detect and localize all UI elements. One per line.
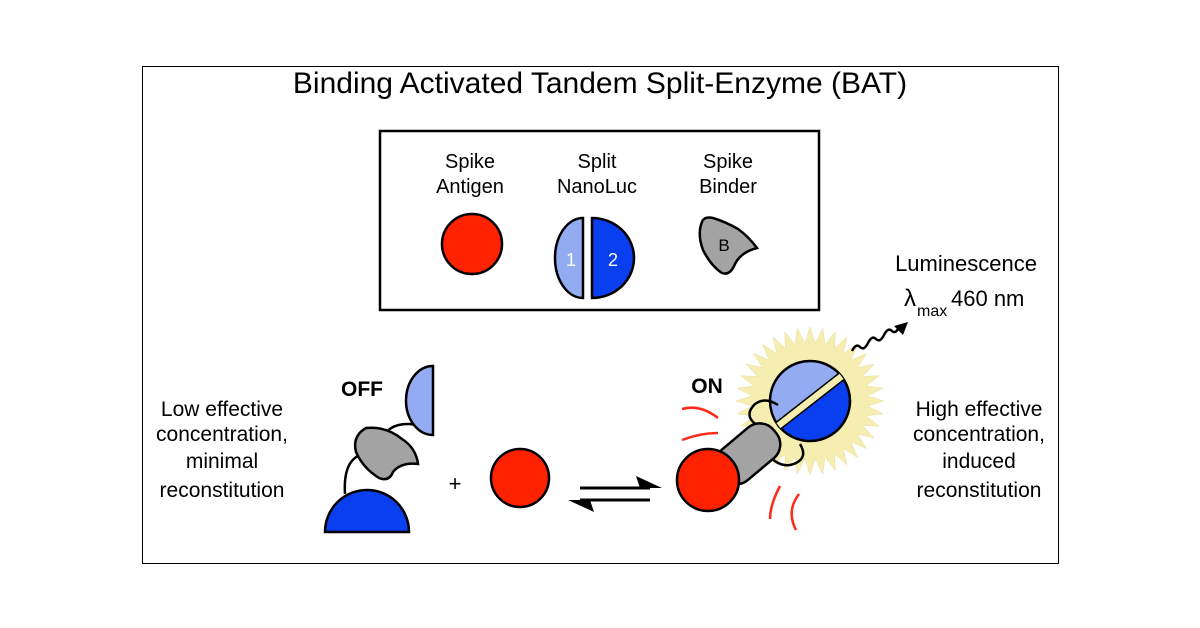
legend-binder-label-line2: Binder <box>699 176 757 198</box>
legend-box: Spike Antigen Split NanoLuc 1 2 Spike Bi… <box>378 129 821 312</box>
on-antigen-circle <box>675 447 741 513</box>
on-label: ON <box>691 375 723 398</box>
on-linker-upper <box>748 399 779 430</box>
on-tension-arc-left <box>768 485 782 520</box>
legend-nanoluc-part1 <box>553 216 585 300</box>
off-caption-line2: concentration, <box>156 423 288 446</box>
off-state: OFF Low effective concentration, minimal… <box>156 364 435 534</box>
off-binder <box>353 426 420 481</box>
emission-arrowhead <box>894 322 908 335</box>
off-nanoluc-part1 <box>404 364 435 437</box>
on-nanoluc-split-line <box>776 373 844 429</box>
lambda-max-label: λ max 460 nm <box>904 285 1024 320</box>
lambda-value: 460 nm <box>951 286 1024 311</box>
plus-sign: + <box>449 471 462 496</box>
on-tension-arc-right <box>790 493 801 531</box>
on-linker-lower <box>767 443 805 467</box>
legend-antigen-label-line1: Spike <box>445 151 495 173</box>
reverse-arrowhead <box>568 500 594 512</box>
on-nanoluc-part1 <box>768 359 844 428</box>
off-caption-line4: reconstitution <box>160 479 285 502</box>
on-caption-line1: High effective <box>916 398 1043 421</box>
lambda-symbol: λ <box>904 285 916 312</box>
legend-nanoluc-label-line2: NanoLuc <box>557 176 637 198</box>
legend-binder-letter: B <box>718 236 729 255</box>
diagram-title: Binding Activated Tandem Split-Enzyme (B… <box>293 67 907 100</box>
on-caption-line3: induced <box>942 450 1016 473</box>
on-tension-arc-upper <box>681 406 719 419</box>
legend-nanoluc-part1-number: 1 <box>566 250 576 270</box>
on-nanoluc-part2 <box>776 374 852 443</box>
on-caption-line4: reconstitution <box>917 479 1042 502</box>
off-caption-line3: minimal <box>186 450 258 473</box>
on-tension-arc-lower <box>681 431 719 442</box>
legend-nanoluc-part2 <box>590 216 636 300</box>
off-label: OFF <box>341 378 383 401</box>
on-caption-line2: concentration, <box>913 423 1045 446</box>
equilibrium-arrows <box>568 476 662 512</box>
legend-binder-label-line1: Spike <box>703 151 753 173</box>
legend-nanoluc-label-line1: Split <box>578 151 617 173</box>
emission-wave <box>850 328 900 352</box>
legend-binder-shape <box>698 216 760 275</box>
legend-nanoluc-part2-number: 2 <box>608 250 618 270</box>
legend-antigen-circle <box>440 212 504 276</box>
on-state: ON High effective concentration, <box>675 322 1045 531</box>
forward-arrowhead <box>636 476 662 488</box>
legend-antigen-label-line2: Antigen <box>436 176 504 198</box>
lambda-subscript: max <box>917 303 947 320</box>
free-antigen-circle <box>489 447 551 509</box>
off-nanoluc-part2 <box>323 488 411 534</box>
off-caption-line1: Low effective <box>161 398 283 421</box>
luminescence-label: Luminescence <box>895 251 1037 276</box>
